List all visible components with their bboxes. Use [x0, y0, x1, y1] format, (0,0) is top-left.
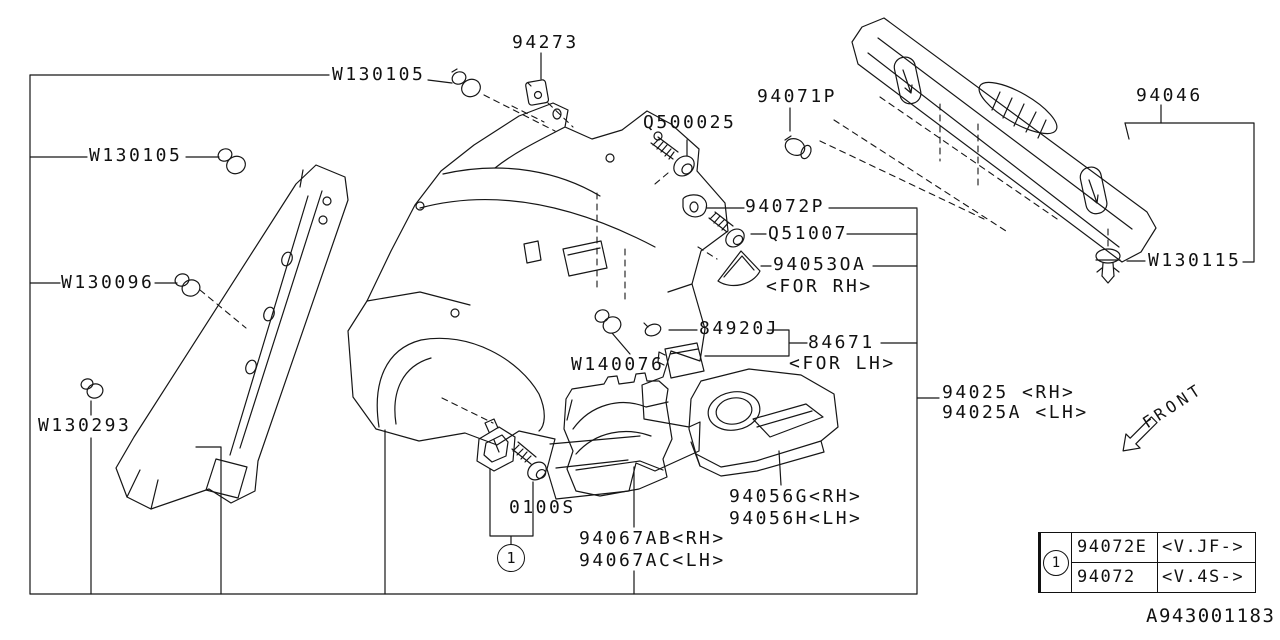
screw-q51007-icon	[708, 211, 745, 248]
table-part-number[interactable]: 94072E	[1077, 537, 1148, 557]
diagram-doc-id: A943001183	[1146, 605, 1276, 627]
part-label-q500025[interactable]: Q500025	[643, 112, 737, 133]
clip-w130105-top-icon	[451, 68, 481, 98]
leader-brackets	[29, 52, 1255, 595]
table-applicability: <V.4S->	[1162, 567, 1245, 587]
clip-w130096-icon	[174, 273, 201, 297]
table-applicability: <V.JF->	[1162, 537, 1245, 557]
part-84671-lamp	[657, 342, 705, 379]
callout-1-marker[interactable]: 1	[497, 544, 525, 572]
part-94025-quarter-trim-panel	[347, 102, 729, 500]
part-label-94025a-lh[interactable]: 94025A <LH>	[942, 402, 1089, 423]
clip-w140076-icon	[594, 309, 622, 334]
part-label-94071p[interactable]: 94071P	[757, 86, 838, 107]
part-0100s-hook-and-screw	[476, 418, 547, 481]
part-label-w130293[interactable]: W130293	[38, 415, 132, 436]
part-label-94046[interactable]: 94046	[1136, 85, 1203, 106]
part-label-94072p[interactable]: 94072P	[745, 196, 826, 217]
part-label-w130105-top[interactable]: W130105	[332, 64, 426, 85]
clip-84920j-icon	[643, 322, 662, 337]
part-label-94056g-rh[interactable]: 94056G<RH>	[729, 486, 863, 507]
clip-94071p-icon	[784, 135, 812, 160]
clip-94072p-icon	[682, 194, 708, 218]
part-label-94273[interactable]: 94273	[512, 32, 579, 53]
clip-w130293-icon	[80, 378, 104, 399]
part-label-94067ab-rh[interactable]: 94067AB<RH>	[579, 528, 726, 549]
part-label-94053oa[interactable]: 94053OA	[773, 254, 867, 275]
part-label-w130096[interactable]: W130096	[61, 272, 155, 293]
part-label-w130115[interactable]: W130115	[1148, 250, 1242, 271]
clip-w130105-left-icon	[217, 148, 246, 175]
table-callout-1: 1	[1043, 550, 1069, 576]
part-note-for-lh: <FOR LH>	[789, 353, 896, 374]
clip-w130115-icon	[1095, 248, 1121, 284]
part-label-94067ac-lh[interactable]: 94067AC<LH>	[579, 550, 726, 571]
part-pillar-trim-panel	[115, 164, 349, 510]
part-label-0100s[interactable]: 0100S	[509, 497, 576, 518]
dashed-leader-lines	[199, 94, 1109, 424]
part-label-94056h-lh[interactable]: 94056H<LH>	[729, 508, 863, 529]
part-label-84920j[interactable]: 84920J	[699, 318, 780, 339]
part-label-w130105-left[interactable]: W130105	[89, 145, 183, 166]
part-label-94025-rh[interactable]: 94025 <RH>	[942, 382, 1076, 403]
front-arrow-icon	[1122, 416, 1158, 452]
part-label-w140076[interactable]: W140076	[571, 354, 665, 375]
part-94053oa-cover	[717, 250, 761, 287]
part-label-q51007[interactable]: Q51007	[768, 223, 849, 244]
screw-q500025-icon	[650, 136, 695, 177]
table-part-number[interactable]: 94072	[1077, 567, 1136, 587]
part-94067-pocket	[563, 372, 673, 497]
part-94056-tray	[688, 368, 839, 477]
part-note-for-rh: <FOR RH>	[766, 276, 873, 297]
applicability-table: 1 94072E <V.JF-> 94072 <V.4S->	[1038, 532, 1256, 593]
part-94046-sill-plate	[851, 17, 1157, 263]
table-divider	[1071, 562, 1255, 563]
clip-94273-icon	[525, 79, 550, 106]
part-label-84671[interactable]: 84671	[808, 332, 875, 353]
